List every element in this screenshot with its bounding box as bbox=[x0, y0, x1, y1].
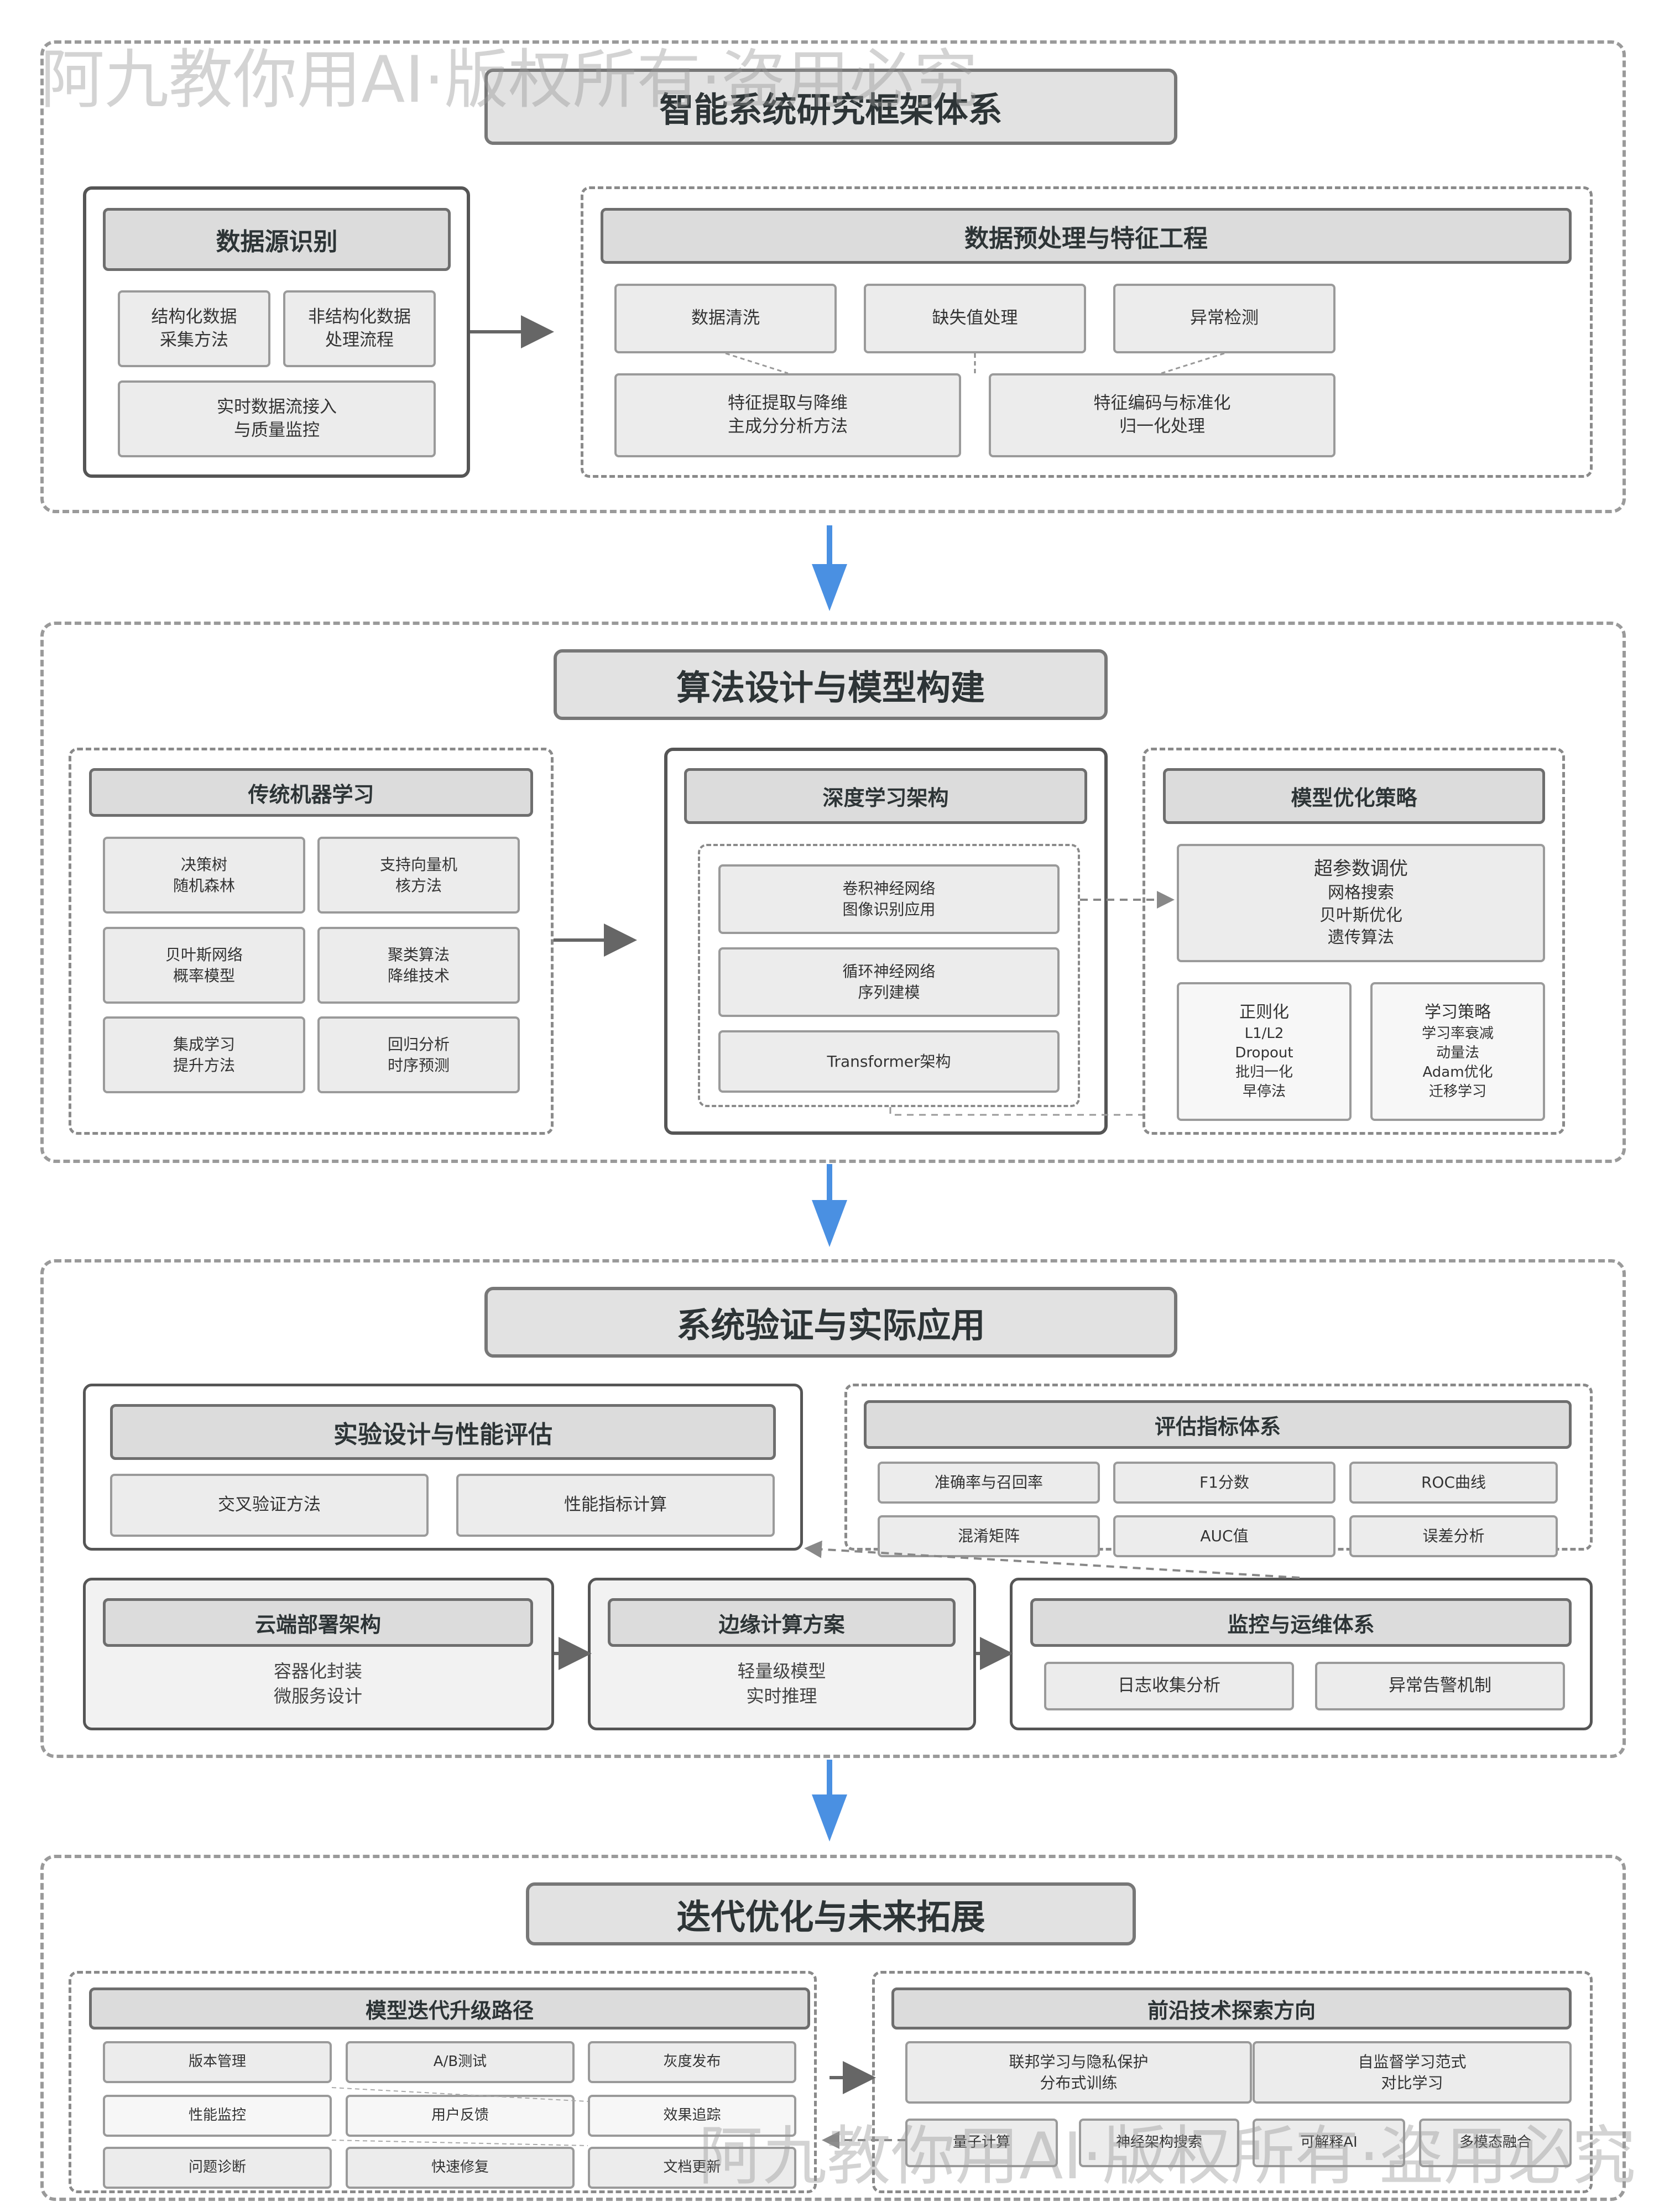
opt-learning-strategy-items: 学习率衰减 动量法 Adam优化 迁移学习 bbox=[1421, 1025, 1494, 1100]
iteration-title: 模型迭代升级路径 bbox=[89, 1987, 810, 2030]
watermark-top: 阿九教你用AI·版权所有·盗用必究 bbox=[40, 43, 978, 117]
tml-decision-tree: 决策树 随机森林 bbox=[103, 837, 305, 914]
opt-regularization-title: 正则化 bbox=[1239, 1003, 1289, 1022]
tml-clustering: 聚类算法 降维技术 bbox=[317, 927, 520, 1004]
preprocess-feature-encode: 特征编码与标准化 归一化处理 bbox=[989, 373, 1335, 457]
dash-iter-row-b bbox=[331, 2140, 588, 2146]
tml-ensemble: 集成学习 提升方法 bbox=[103, 1016, 305, 1093]
traditional-ml-title: 传统机器学习 bbox=[89, 768, 533, 817]
tml-regression: 回归分析 时序预测 bbox=[317, 1016, 520, 1093]
iter-effect-tracking: 效果追踪 bbox=[588, 2095, 796, 2137]
metric-precision-recall: 准确率与召回率 bbox=[878, 1462, 1100, 1504]
metric-roc: ROC曲线 bbox=[1349, 1462, 1558, 1504]
flow-arrow-1 bbox=[812, 525, 847, 611]
section-validation bbox=[40, 1259, 1626, 1758]
iter-diagnosis: 问题诊断 bbox=[103, 2147, 332, 2189]
dash-deep-to-optim-bottom bbox=[889, 1107, 1142, 1116]
frontier-title: 前沿技术探索方向 bbox=[891, 1987, 1572, 2030]
validation-section-title: 系统验证与实际应用 bbox=[484, 1287, 1177, 1358]
preprocess-anomaly: 异常检测 bbox=[1113, 284, 1335, 353]
opt-learning-strategy-title: 学习策略 bbox=[1425, 1003, 1491, 1022]
tml-bayes: 贝叶斯网络 概率模型 bbox=[103, 927, 305, 1004]
optimization-title: 模型优化策略 bbox=[1163, 768, 1545, 824]
monitor-alerts: 异常告警机制 bbox=[1315, 1662, 1565, 1710]
experiment-title: 实验设计与性能评估 bbox=[110, 1404, 776, 1460]
opt-hyperparam-items: 网格搜索 贝叶斯优化 遗传算法 bbox=[1319, 883, 1402, 948]
dl-transformer: Transformer架构 bbox=[718, 1030, 1060, 1093]
opt-hyperparam: 超参数调优 网格搜索 贝叶斯优化 遗传算法 bbox=[1177, 844, 1545, 962]
data-source-title: 数据源识别 bbox=[103, 208, 451, 271]
opt-regularization-items: L1/L2 Dropout 批归一化 早停法 bbox=[1235, 1025, 1293, 1100]
traditional-ml-panel bbox=[69, 748, 554, 1135]
iter-gray-release: 灰度发布 bbox=[588, 2041, 796, 2083]
cloud-text: 容器化封装 微服务设计 bbox=[273, 1661, 362, 1707]
experiment-metric-calc: 性能指标计算 bbox=[456, 1474, 775, 1537]
monitor-title: 监控与运维体系 bbox=[1030, 1598, 1572, 1647]
dash-monitor-to-experiment bbox=[804, 1540, 1300, 1579]
dl-rnn: 循环神经网络 序列建模 bbox=[718, 947, 1060, 1017]
main-title: 智能系统研究框架体系 bbox=[484, 69, 1177, 145]
section-algorithm bbox=[40, 622, 1626, 1163]
cloud-title: 云端部署架构 bbox=[103, 1598, 533, 1647]
metrics-title: 评估指标体系 bbox=[864, 1400, 1572, 1449]
dl-cnn: 卷积神经网络 图像识别应用 bbox=[718, 864, 1060, 934]
frontier-nas: 神经架构搜索 bbox=[1079, 2119, 1239, 2167]
preprocess-title: 数据预处理与特征工程 bbox=[601, 208, 1572, 264]
dash-anomaly-to-encode bbox=[1161, 352, 1225, 374]
frontier-federated: 联邦学习与隐私保护 分布式训练 bbox=[905, 2041, 1252, 2104]
iter-version: 版本管理 bbox=[103, 2041, 332, 2083]
data-source-item-unstructured: 非结构化数据 处理流程 bbox=[283, 290, 436, 367]
preprocess-panel bbox=[581, 186, 1593, 478]
data-source-item-structured: 结构化数据 采集方法 bbox=[118, 290, 270, 367]
frontier-quantum: 量子计算 bbox=[905, 2119, 1058, 2167]
frontier-self-supervised: 自监督学习范式 对比学习 bbox=[1253, 2041, 1572, 2104]
opt-learning-strategy: 学习策略 学习率衰减 动量法 Adam优化 迁移学习 bbox=[1370, 982, 1545, 1121]
opt-regularization: 正则化 L1/L2 Dropout 批归一化 早停法 bbox=[1177, 982, 1352, 1121]
optimization-panel bbox=[1142, 748, 1565, 1135]
experiment-cross-validation: 交叉验证方法 bbox=[110, 1474, 429, 1537]
edge-title: 边缘计算方案 bbox=[608, 1598, 956, 1647]
iter-doc-update: 文档更新 bbox=[588, 2147, 796, 2189]
opt-hyperparam-title: 超参数调优 bbox=[1314, 858, 1408, 880]
dash-clean-to-extract bbox=[725, 352, 789, 374]
tml-svm: 支持向量机 核方法 bbox=[317, 837, 520, 914]
iter-perf-monitor: 性能监控 bbox=[103, 2095, 332, 2137]
section-data bbox=[40, 40, 1626, 513]
data-source-item-realtime: 实时数据流接入 与质量监控 bbox=[118, 380, 436, 457]
metric-confusion: 混淆矩阵 bbox=[878, 1515, 1100, 1557]
iter-ab-test: A/B测试 bbox=[346, 2041, 575, 2083]
monitor-logs: 日志收集分析 bbox=[1044, 1662, 1294, 1710]
deep-learning-inner bbox=[698, 844, 1080, 1107]
deep-learning-title: 深度学习架构 bbox=[684, 768, 1087, 824]
iteration-section-title: 迭代优化与未来拓展 bbox=[526, 1882, 1136, 1945]
flow-arrow-2 bbox=[812, 1164, 847, 1247]
metric-error-analysis: 误差分析 bbox=[1349, 1515, 1558, 1557]
algorithm-section-title: 算法设计与模型构建 bbox=[554, 649, 1108, 720]
iter-user-feedback: 用户反馈 bbox=[346, 2095, 575, 2137]
preprocess-feature-extract: 特征提取与降维 主成分分析方法 bbox=[614, 373, 961, 457]
metric-auc: AUC值 bbox=[1113, 1515, 1335, 1557]
frontier-multimodal: 多模态融合 bbox=[1419, 2119, 1572, 2167]
edge-text: 轻量级模型 实时推理 bbox=[737, 1661, 826, 1707]
metric-f1: F1分数 bbox=[1113, 1462, 1335, 1504]
watermark-bottom: 阿九教你用AI·版权所有·盗用必究 bbox=[698, 2119, 1636, 2194]
iter-quick-fix: 快速修复 bbox=[346, 2147, 575, 2189]
preprocess-missing: 缺失值处理 bbox=[864, 284, 1086, 353]
section-iteration bbox=[40, 1855, 1626, 2201]
dash-iter-row-a bbox=[331, 2087, 588, 2102]
flow-arrow-3 bbox=[812, 1760, 847, 1841]
frontier-xai: 可解释AI bbox=[1253, 2119, 1405, 2167]
preprocess-cleaning: 数据清洗 bbox=[614, 284, 837, 353]
iteration-panel bbox=[69, 1971, 817, 2193]
